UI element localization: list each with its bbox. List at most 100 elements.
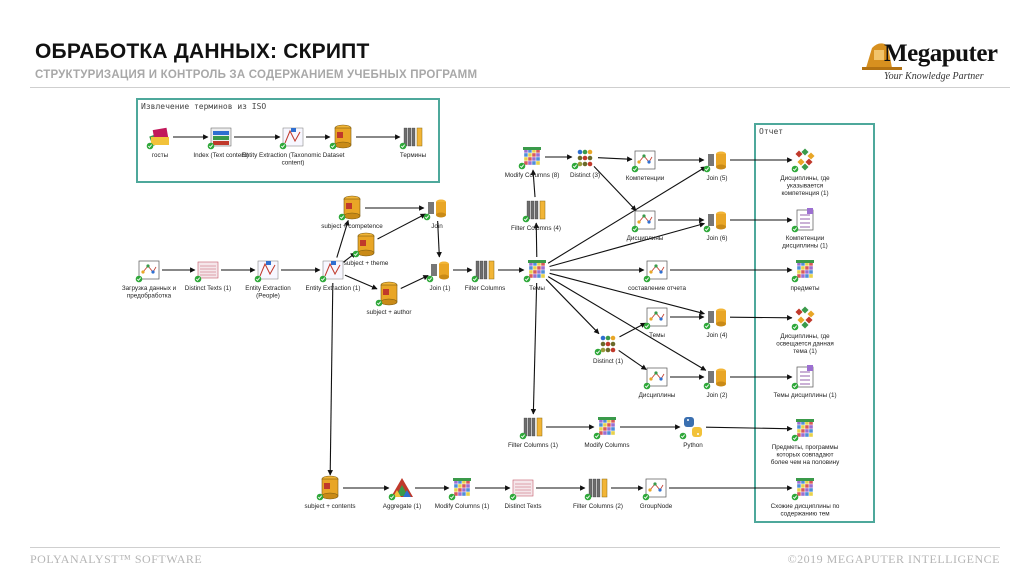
- distinct-icon: [571, 149, 593, 170]
- node-label: освещается данная: [776, 341, 834, 348]
- node-join5[interactable]: Join (5): [703, 151, 728, 183]
- edge-subj_author-to-join1: [400, 275, 429, 289]
- node-ee_iso[interactable]: Entity Extraction (Taxonomic Datasetcont…: [242, 127, 345, 167]
- header-divider: [30, 87, 1010, 88]
- node-report_build[interactable]: составление отчета: [628, 260, 686, 292]
- node-modify_cols[interactable]: Modify Columns: [584, 417, 630, 449]
- node-distinct1b[interactable]: Distinct (1): [593, 335, 623, 365]
- node-modify8[interactable]: Modify Columns (8): [505, 147, 560, 179]
- join-icon: [423, 199, 446, 221]
- node-label: Filter Columns (1): [508, 442, 558, 449]
- report-group-frame: [754, 123, 875, 523]
- node-subj_contents[interactable]: subject + contents: [305, 475, 356, 510]
- node-label: дисциплины (1): [782, 243, 828, 250]
- node-competencies[interactable]: Компетенции: [626, 150, 665, 182]
- node-label: Filter Columns (2): [573, 503, 623, 510]
- megaputer-logo: Megaputer Your Knowledge Partner: [862, 38, 1010, 88]
- node-join2[interactable]: Join (2): [703, 368, 728, 400]
- node-label: subject + author: [367, 309, 412, 316]
- node-label: Join (5): [707, 175, 728, 182]
- node-label: Entity Extraction: [245, 285, 291, 292]
- node-subj_theme[interactable]: subject + theme: [344, 232, 389, 267]
- node-label: GroupNode: [640, 503, 673, 510]
- node-label: Дисциплины: [627, 235, 664, 242]
- node-label: тема (1): [793, 348, 817, 355]
- database-icon: [329, 124, 352, 150]
- node-label: Join (4): [707, 332, 728, 339]
- node-disciplines_top[interactable]: Дисциплины: [627, 210, 664, 242]
- node-terms[interactable]: Термины: [399, 127, 427, 159]
- network-icon: [135, 260, 160, 283]
- node-label: Index (Text content): [193, 152, 248, 159]
- node-distinct1[interactable]: Distinct Texts (1): [185, 261, 231, 292]
- node-aggregate1[interactable]: Aggregate (1): [383, 478, 422, 510]
- node-join1[interactable]: Join (1): [426, 261, 451, 293]
- node-label: Filter Columns (4): [511, 225, 561, 232]
- page-subtitle: СТРУКТУРИЗАЦИЯ И КОНТРОЛЬ ЗА СОДЕРЖАНИЕМ…: [35, 69, 478, 81]
- node-label: предметы: [791, 285, 820, 292]
- node-label: Modify Columns (8): [505, 172, 560, 179]
- node-disciplines2[interactable]: Дисциплины: [639, 367, 676, 399]
- node-join4[interactable]: Join (4): [703, 308, 728, 340]
- python-icon: [679, 417, 702, 440]
- edges-layer: [162, 134, 793, 491]
- books-icon: [146, 127, 169, 150]
- join-icon: [703, 151, 726, 173]
- edge-temy-to-join4: [549, 272, 705, 316]
- node-python[interactable]: Python: [679, 417, 704, 449]
- network-icon: [643, 307, 668, 330]
- node-groupnode[interactable]: GroupNode: [640, 478, 673, 510]
- node-filter_cols[interactable]: Filter Columns: [465, 260, 506, 292]
- node-subj_comp[interactable]: subject + competence: [321, 195, 383, 230]
- node-modify1[interactable]: Modify Columns (1): [435, 478, 490, 510]
- node-label: Modify Columns: [584, 442, 629, 449]
- node-label: Aggregate (1): [383, 503, 422, 510]
- edge-filter_cols4-to-modify8: [530, 169, 537, 198]
- node-r_subjects[interactable]: предметы: [791, 260, 820, 292]
- node-filter_cols4[interactable]: Filter Columns (4): [511, 200, 561, 232]
- node-label: Темы: [529, 285, 545, 292]
- node-ee1[interactable]: Entity Extraction (1): [306, 260, 361, 292]
- node-label: компетенция (1): [781, 190, 828, 197]
- distinct-text-icon: [509, 479, 534, 501]
- node-ee_people[interactable]: Entity Extraction(People): [245, 260, 291, 300]
- node-filter_cols2[interactable]: Filter Columns (2): [573, 478, 623, 510]
- distinct-icon: [594, 335, 616, 356]
- node-filter_cols1[interactable]: Filter Columns (1): [508, 417, 558, 449]
- node-label: Join (6): [707, 235, 728, 242]
- document-icon: [791, 208, 814, 233]
- node-temy2[interactable]: Темы: [643, 307, 668, 339]
- node-label: составление отчета: [628, 285, 686, 292]
- edge-distinct3-to-disciplines_top: [593, 166, 637, 211]
- node-subj_author[interactable]: subject + author: [367, 281, 412, 316]
- node-distinct3[interactable]: Distinct (3): [570, 149, 600, 179]
- node-join6[interactable]: Join (6): [703, 211, 728, 243]
- edge-distinct3-to-competencies: [597, 156, 633, 162]
- checklist-icon: [791, 306, 815, 331]
- edge-temy-to-join2: [547, 276, 707, 371]
- filter-icon: [471, 260, 495, 283]
- node-label: которых совпадают: [776, 452, 833, 459]
- distinct-text-icon: [194, 261, 219, 283]
- node-label: Join (1): [430, 285, 451, 292]
- checklist-icon: [791, 148, 815, 173]
- node-label: Join: [431, 223, 443, 230]
- node-ds_iso[interactable]: [329, 124, 352, 150]
- node-r_theme_disc[interactable]: Темы дисциплины (1): [773, 365, 837, 399]
- node-index[interactable]: Index (Text content): [193, 127, 249, 159]
- node-temy[interactable]: Темы: [523, 260, 546, 292]
- logo-tagline: Your Knowledge Partner: [884, 71, 984, 82]
- node-label: (People): [256, 293, 280, 300]
- node-label: Filter Columns: [465, 285, 506, 292]
- node-gosty[interactable]: госты: [146, 127, 169, 159]
- edge-temy-to-join5: [547, 166, 707, 264]
- node-join[interactable]: Join: [423, 199, 446, 231]
- join-icon: [703, 308, 726, 330]
- node-distinct_texts[interactable]: Distinct Texts: [505, 479, 542, 510]
